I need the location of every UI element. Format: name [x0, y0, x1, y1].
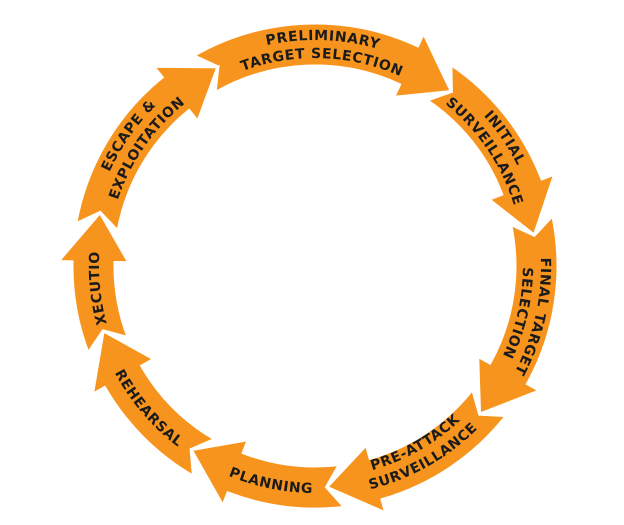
- arrow-segment-shape: [90, 328, 219, 480]
- arrow-segment-shape: [190, 21, 454, 100]
- arrow-segment-shape: [423, 61, 558, 238]
- arrow-segment-shape: [324, 385, 510, 516]
- segment-planning: PLANNING: [188, 437, 348, 511]
- segment-escape-exploitation: ESCAPE &EXPLOITATION: [73, 64, 221, 235]
- arrow-segment-shape: [188, 437, 348, 511]
- arrow-segment-shape: [73, 64, 221, 235]
- arrow-segment-shape: [476, 212, 560, 417]
- arrow-segment-shape: [54, 209, 132, 357]
